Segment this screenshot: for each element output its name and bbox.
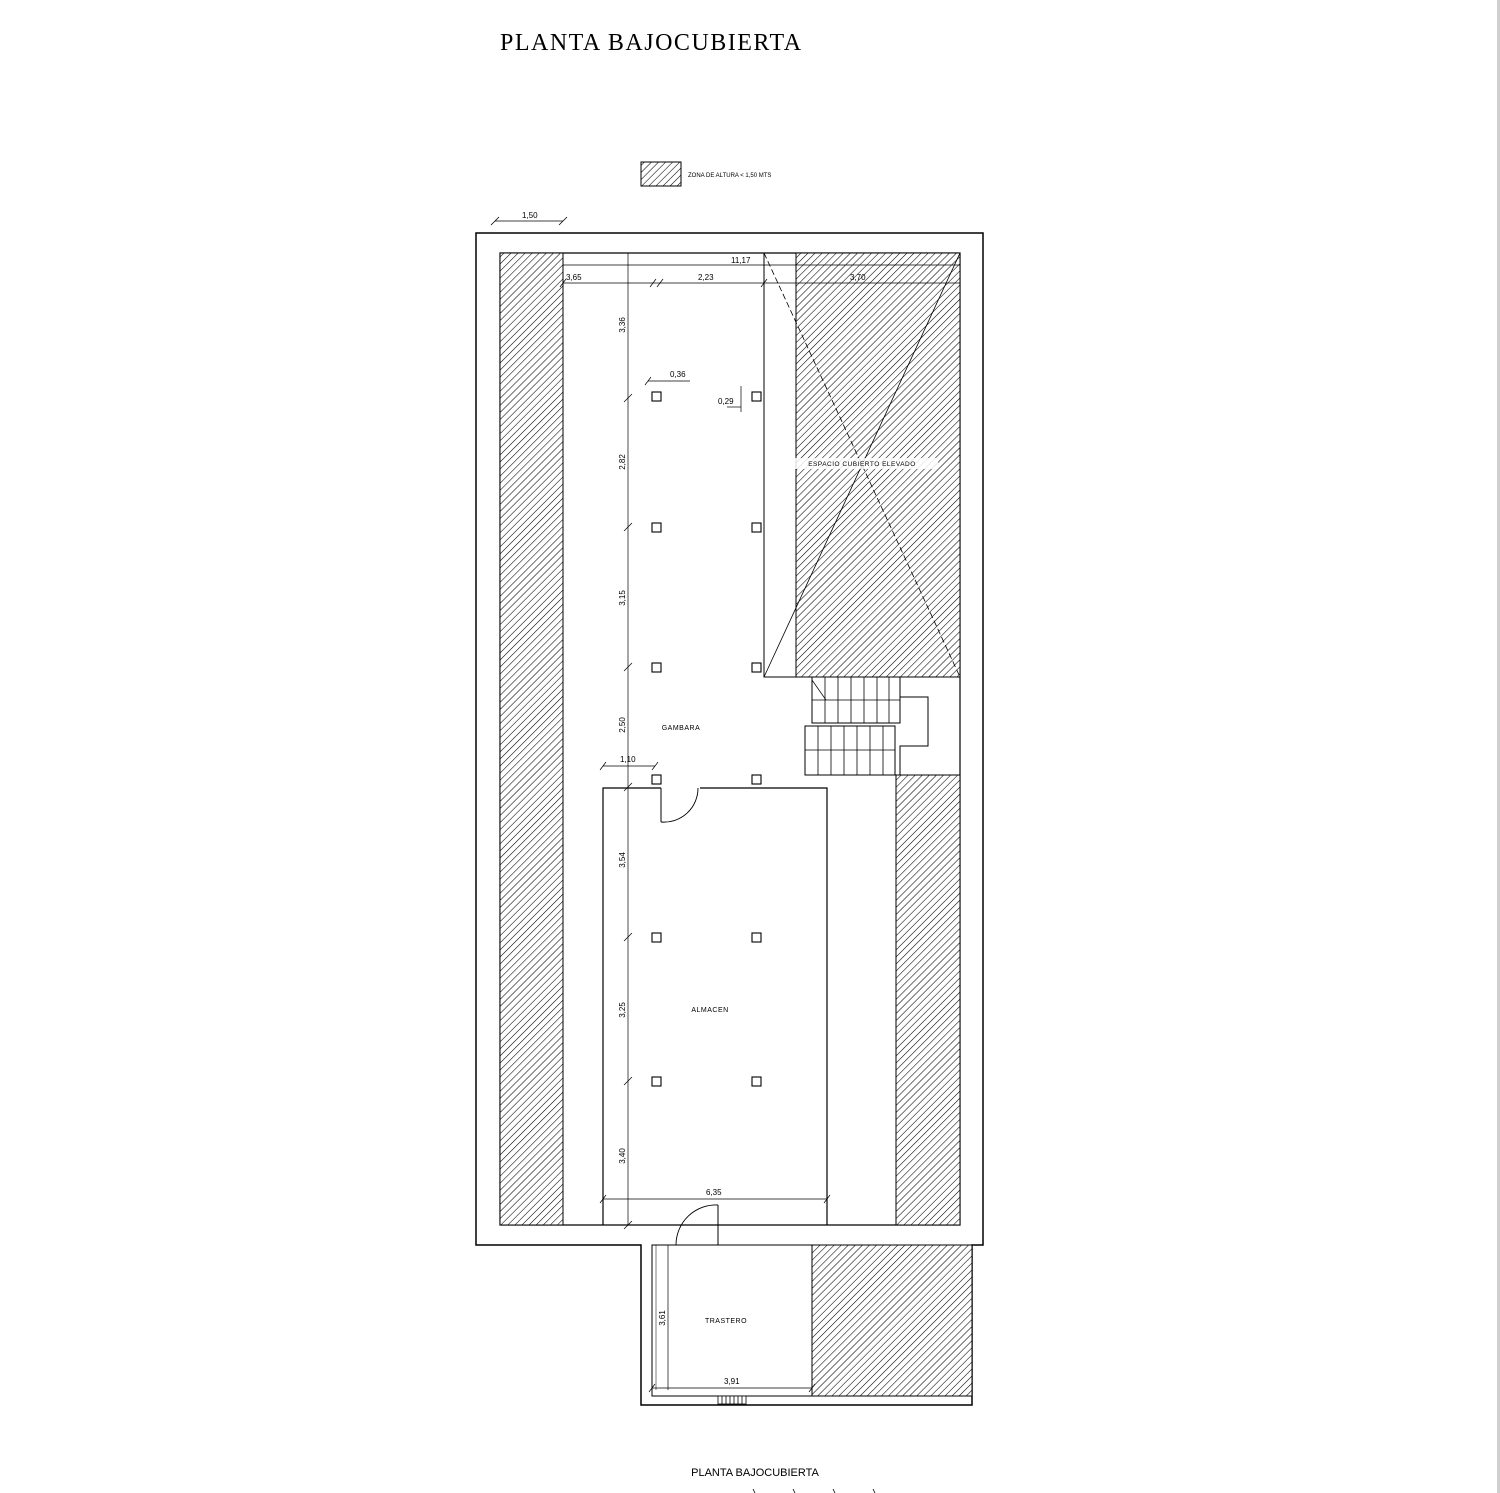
dim-door-offset: 1,10 xyxy=(620,755,636,764)
legend-label: ZONA DE ALTURA < 1,50 MTS xyxy=(688,173,771,179)
dim-v-2: 2,82 xyxy=(618,454,627,470)
dim-trastero-width: 3,91 xyxy=(724,1377,740,1386)
column xyxy=(751,662,762,673)
dim-v-4: 2,50 xyxy=(618,717,627,733)
room-label-almacen: ALMACEN xyxy=(691,1007,728,1014)
column xyxy=(651,391,662,402)
room-label-gambara: GAMBARA xyxy=(662,725,701,732)
almacen-door xyxy=(660,787,699,823)
dim-outer-offset: 1,50 xyxy=(522,211,538,220)
low-height-zone-left xyxy=(499,252,564,1226)
elevated-space: ESPACIO CUBIERTO ELEVADO xyxy=(763,252,961,678)
staircase xyxy=(804,676,929,776)
dim-column-size: 0,36 xyxy=(670,370,686,379)
footer-title: PLANTA BAJOCUBIERTA xyxy=(691,1467,819,1479)
column xyxy=(751,932,762,943)
low-height-zone-bottom-right xyxy=(895,774,961,1226)
room-label-trastero: TRASTERO xyxy=(705,1318,747,1325)
room-label-espacio: ESPACIO CUBIERTO ELEVADO xyxy=(808,461,916,468)
column xyxy=(651,932,662,943)
column xyxy=(751,391,762,402)
column xyxy=(651,522,662,533)
trastero-room: 3,61 3,91 TRASTERO xyxy=(648,1244,816,1397)
almacen-room: 6,35 ALMACEN xyxy=(599,787,831,1225)
outer-offset-dimension: 1,50 xyxy=(490,211,568,226)
dim-v-7: 3,40 xyxy=(618,1148,627,1164)
column xyxy=(751,522,762,533)
dim-total-width: 11,17 xyxy=(731,256,751,265)
building-outline xyxy=(475,232,984,1406)
column-dimensions: 0,36 0,29 xyxy=(644,370,742,412)
plan-title: PLANTA BAJOCUBIERTA xyxy=(500,30,803,56)
dim-left-strip: 3,65 xyxy=(566,273,582,282)
dim-trastero-height: 3,61 xyxy=(658,1310,667,1326)
dim-almacen-width: 6,35 xyxy=(706,1188,722,1197)
top-dimensions: 11,17 3,65 2,23 3,70 xyxy=(559,256,960,288)
footer-ticks xyxy=(752,1488,876,1493)
dim-v-top: 3,36 xyxy=(618,317,627,333)
column xyxy=(751,774,762,785)
dim-v-5: 3,54 xyxy=(618,852,627,868)
vent-symbol xyxy=(717,1395,747,1405)
column xyxy=(651,1076,662,1087)
legend-swatch xyxy=(640,161,682,187)
legend: ZONA DE ALTURA < 1,50 MTS xyxy=(640,161,771,187)
dim-v-3: 3,15 xyxy=(618,590,627,606)
door-offset-dimension: 1,10 xyxy=(599,755,659,771)
dim-corridor: 2,23 xyxy=(698,273,714,282)
dim-v-6: 3,25 xyxy=(618,1002,627,1018)
columns xyxy=(651,391,762,1087)
column xyxy=(651,662,662,673)
column xyxy=(651,774,662,785)
low-height-zone-annex xyxy=(811,1244,973,1397)
page-edge xyxy=(1497,0,1500,1493)
dim-column-gap: 0,29 xyxy=(718,397,734,406)
vertical-dimensions: 3,36 2,82 3,15 2,50 3,54 3,25 3,40 xyxy=(618,253,633,1230)
column xyxy=(751,1076,762,1087)
dim-right-block: 3,70 xyxy=(850,273,866,282)
